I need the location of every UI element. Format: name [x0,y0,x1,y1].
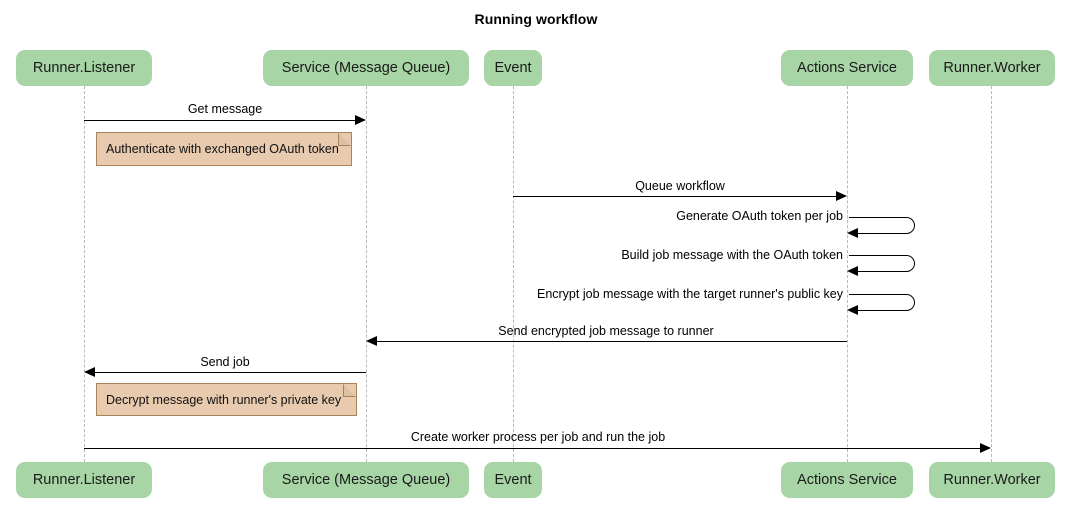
arrow-head-send-encrypted-job [366,336,377,346]
message-label-build-job-message: Build job message with the OAuth token [621,248,843,262]
arrow-head-generate-oauth-token [847,228,858,238]
lifeline-event [513,86,514,462]
message-label-queue-workflow: Queue workflow [635,179,725,193]
participant-actions-service-top[interactable]: Actions Service [781,50,913,86]
note-authenticate: Authenticate with exchanged OAuth token [96,132,352,166]
participant-service-mq-top[interactable]: Service (Message Queue) [263,50,469,86]
participant-label: Service (Message Queue) [281,472,451,488]
message-label-get-message: Get message [187,102,263,116]
arrow-head-queue-workflow [836,191,847,201]
message-line-send-job [95,372,366,373]
participant-label: Runner.Listener [32,60,136,76]
message-label-generate-oauth-token: Generate OAuth token per job [676,209,843,223]
lifeline-service-mq [366,86,367,462]
message-line-create-worker-process [84,448,980,449]
arrow-head-build-job-message [847,266,858,276]
self-loop-generate-oauth-token [849,217,915,234]
arrow-head-send-job [84,367,95,377]
lifeline-runner-worker [991,86,992,462]
participant-runner-worker-bottom[interactable]: Runner.Worker [929,462,1055,498]
self-loop-build-job-message [849,255,915,272]
participant-label: Actions Service [797,472,897,488]
participant-label: Actions Service [797,60,897,76]
arrow-head-create-worker-process [980,443,991,453]
participant-label: Runner.Worker [943,60,1041,76]
participant-runner-worker-top[interactable]: Runner.Worker [929,50,1055,86]
message-line-send-encrypted-job [377,341,847,342]
message-label-send-encrypted-job: Send encrypted job message to runner [498,324,714,338]
arrow-head-get-message [355,115,366,125]
note-fold-corner [338,133,351,146]
note-text: Authenticate with exchanged OAuth token [106,142,339,156]
participant-label: Runner.Listener [32,472,136,488]
message-label-send-job: Send job [200,355,250,369]
self-loop-encrypt-job-message [849,294,915,311]
message-label-encrypt-job-message: Encrypt job message with the target runn… [536,287,843,301]
message-label-create-worker-process: Create worker process per job and run th… [410,430,666,444]
lifeline-runner-listener [84,86,85,462]
participant-runner-listener-bottom[interactable]: Runner.Listener [16,462,152,498]
participant-label: Service (Message Queue) [281,60,451,76]
page-title: Running workflow [474,11,598,27]
note-text: Decrypt message with runner's private ke… [106,392,342,407]
participant-service-mq-bottom[interactable]: Service (Message Queue) [263,462,469,498]
message-line-queue-workflow [513,196,836,197]
participant-runner-listener-top[interactable]: Runner.Listener [16,50,152,86]
participant-actions-service-bottom[interactable]: Actions Service [781,462,913,498]
note-fold-corner [343,384,356,397]
message-line-get-message [84,120,355,121]
participant-label: Event [494,472,532,488]
note-decrypt: Decrypt message with runner's private ke… [96,383,357,416]
participant-label: Event [494,60,532,76]
participant-event-top[interactable]: Event [484,50,542,86]
participant-label: Runner.Worker [943,472,1041,488]
participant-event-bottom[interactable]: Event [484,462,542,498]
arrow-head-encrypt-job-message [847,305,858,315]
